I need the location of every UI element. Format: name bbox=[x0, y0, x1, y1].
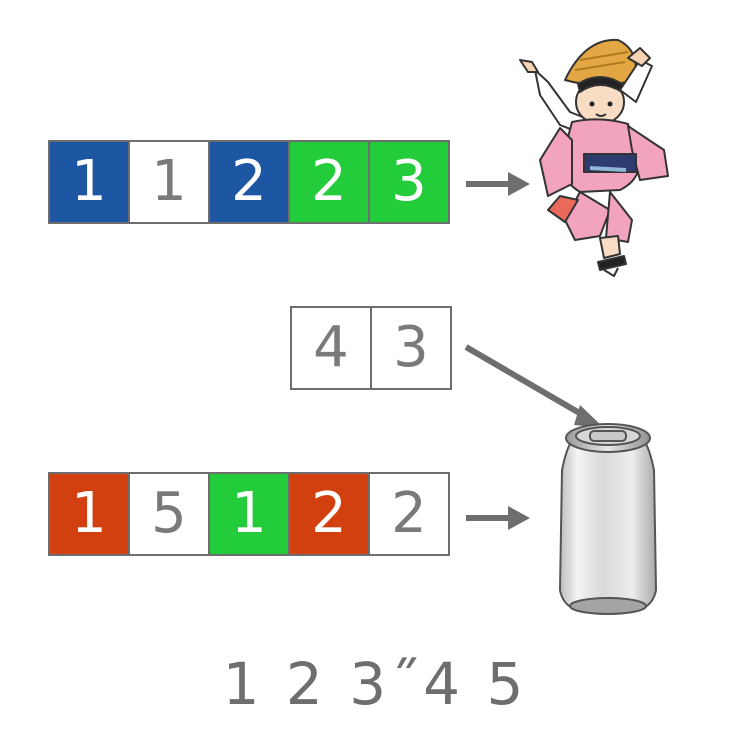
arrow-icon bbox=[466, 506, 530, 530]
digit-cell: 1 bbox=[208, 472, 290, 556]
number-row-1: 1 1 2 2 3 bbox=[48, 140, 450, 224]
digit-cell: 2 bbox=[368, 472, 450, 556]
digit-cell: 3 bbox=[370, 306, 452, 390]
arrow-icon bbox=[466, 172, 530, 196]
digit-cell: 5 bbox=[128, 472, 210, 556]
digit-cell: 3 bbox=[368, 140, 450, 224]
digit-cell: 2 bbox=[288, 472, 370, 556]
number-row-2: 4 3 bbox=[290, 306, 452, 390]
arrow-icon bbox=[464, 344, 604, 428]
digit-cell: 4 bbox=[290, 306, 372, 390]
digit-cell: 2 bbox=[208, 140, 290, 224]
digit-cell: 1 bbox=[128, 140, 210, 224]
digit-cell: 1 bbox=[48, 140, 130, 224]
digit-cell: 1 bbox=[48, 472, 130, 556]
aluminum-can-icon bbox=[558, 423, 658, 615]
digit-cell: 2 bbox=[288, 140, 370, 224]
caption-text: 1 2 3˝4 5 bbox=[222, 650, 528, 718]
number-row-3: 1 5 1 2 2 bbox=[48, 472, 450, 556]
awa-odori-dancer-icon bbox=[519, 38, 669, 277]
